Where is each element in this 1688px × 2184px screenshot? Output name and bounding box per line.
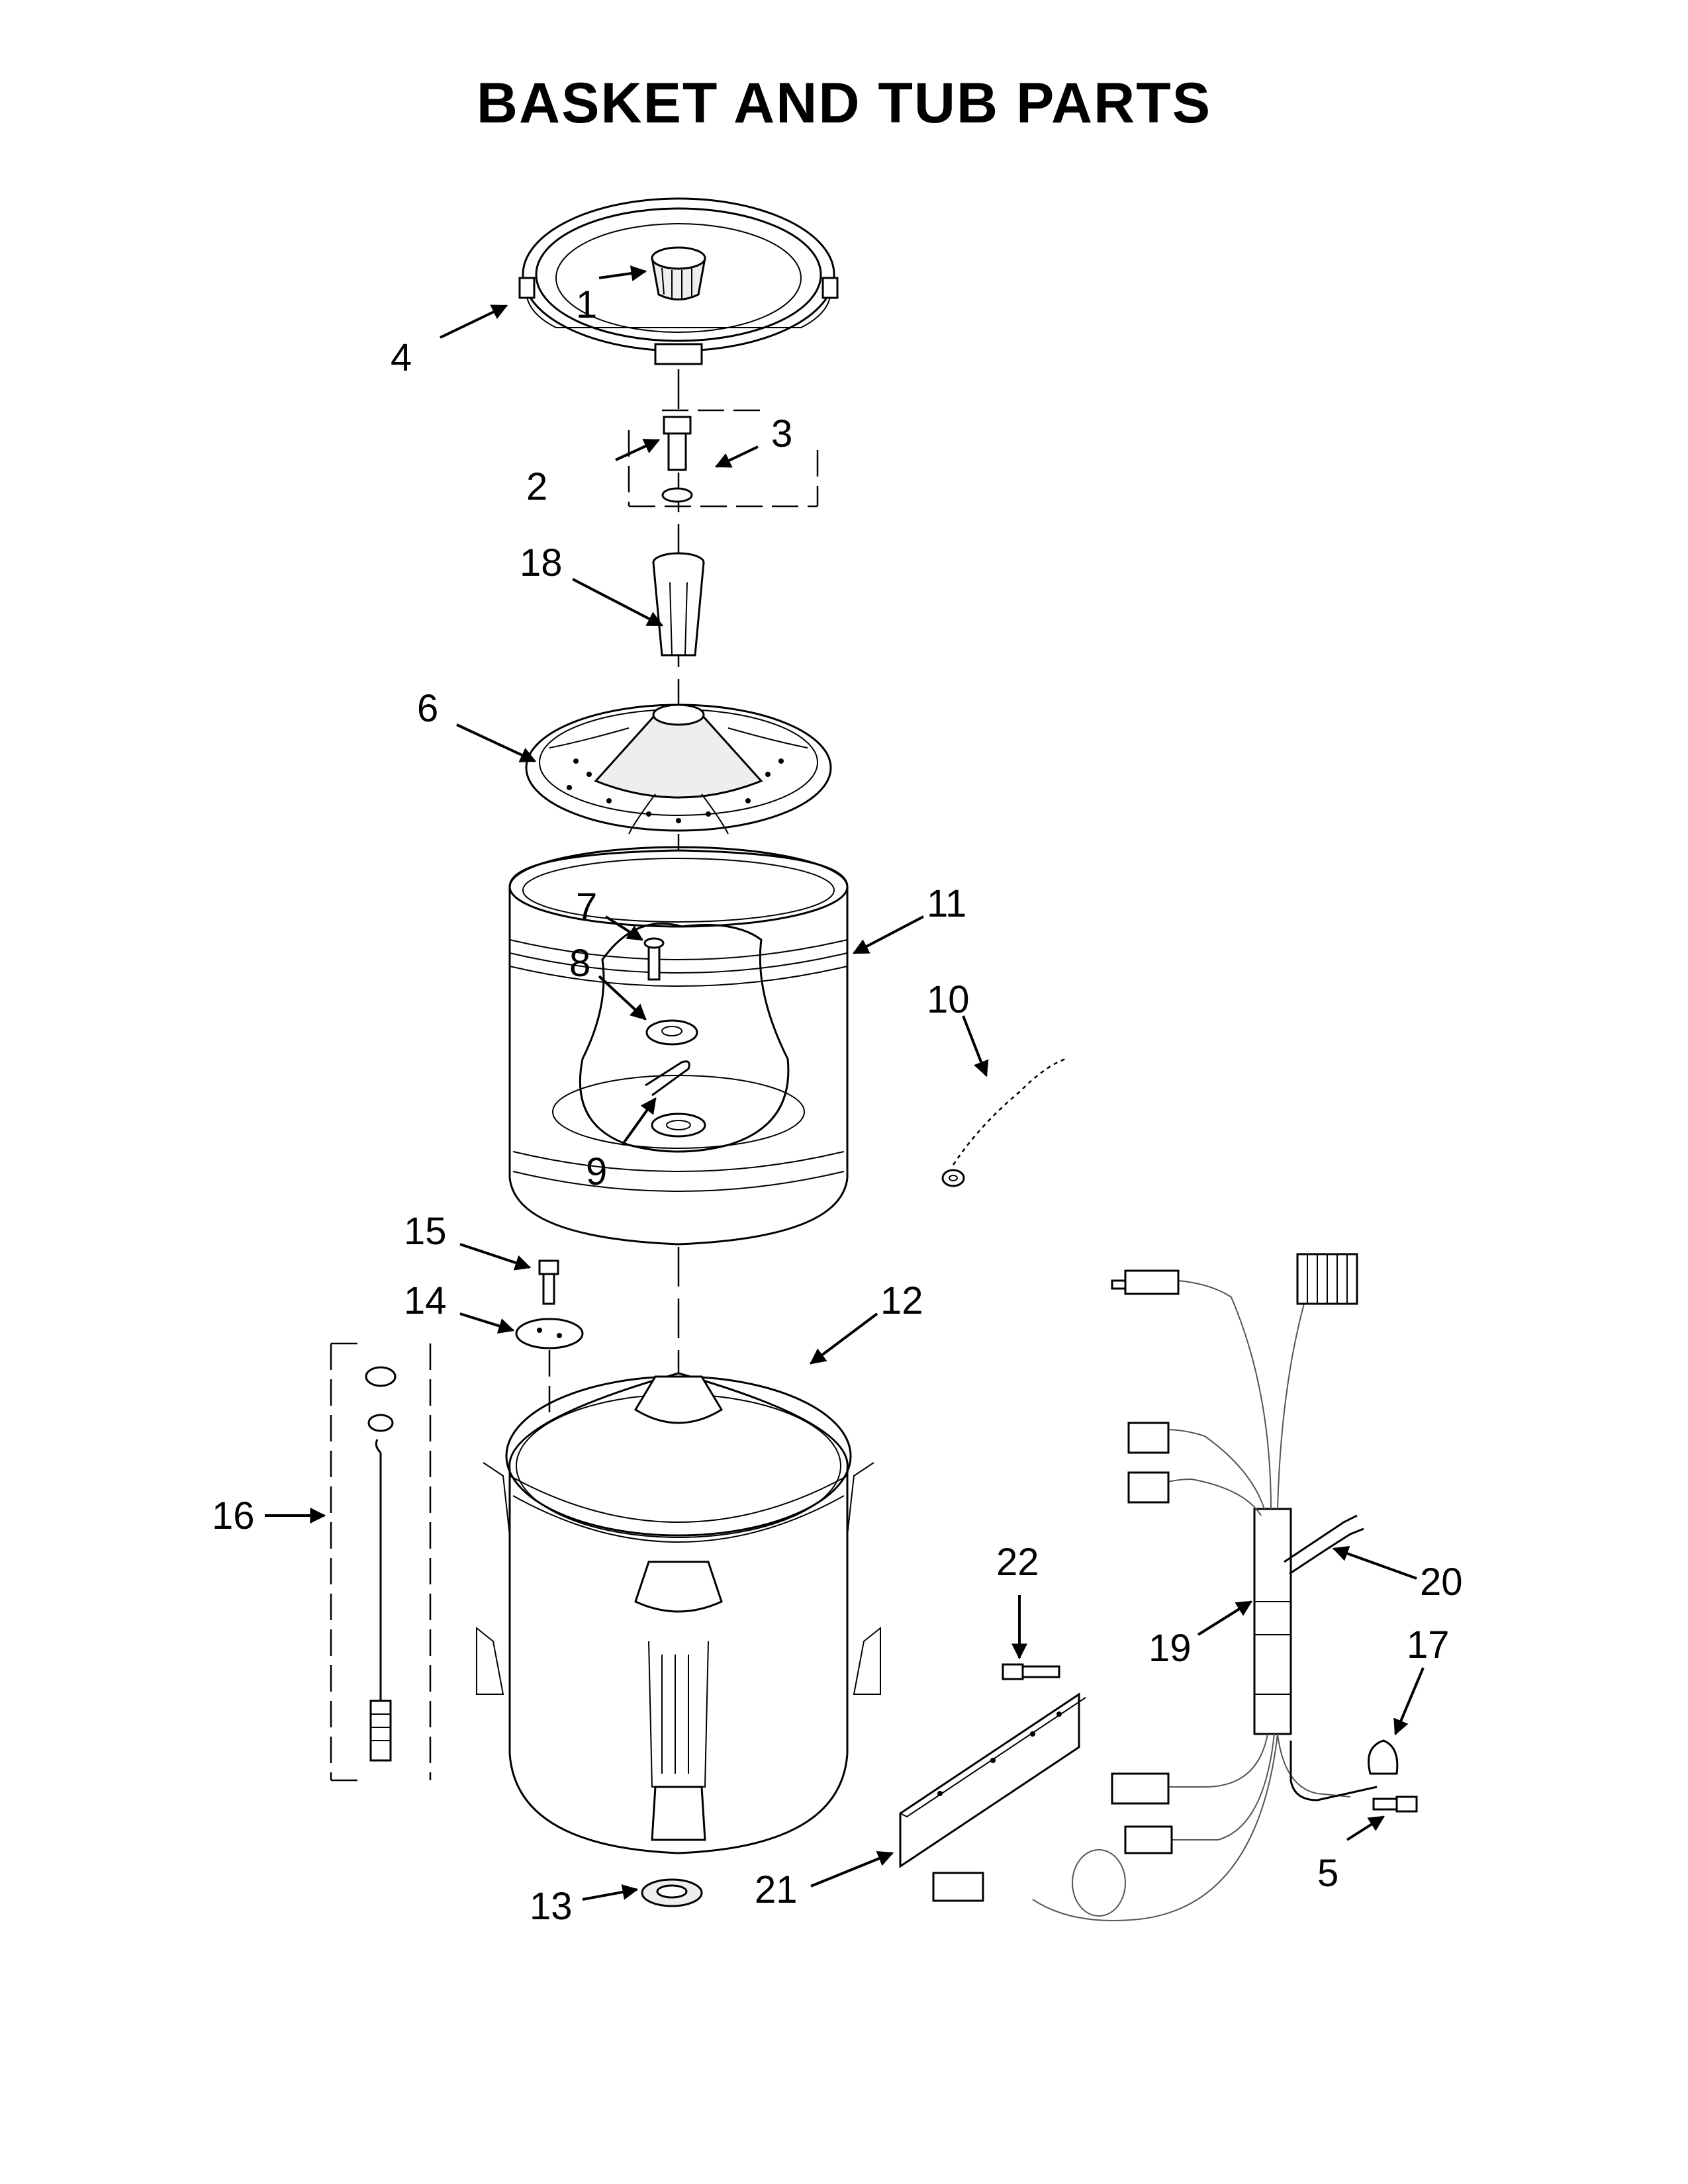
callout-12: 12 (880, 1279, 923, 1322)
clamp-screw-part[interactable] (1372, 1796, 1418, 1813)
callout-5: 5 (1317, 1852, 1338, 1895)
outer-tub-part[interactable] (476, 1372, 881, 1854)
arrow-15 (459, 1243, 532, 1271)
drive-tube-part[interactable] (652, 552, 705, 657)
cover-plate-part[interactable] (515, 1318, 584, 1349)
arrow-13 (582, 1884, 639, 1901)
board-screw-part[interactable] (1002, 1663, 1060, 1680)
callout-labels: 1 2 3 4 5 6 7 8 9 10 11 12 13 14 15 16 1… (212, 283, 1463, 1928)
callout-6: 6 (417, 687, 438, 730)
arrow-20 (1332, 1546, 1417, 1580)
arrow-18 (572, 578, 664, 627)
control-board-part[interactable] (899, 1692, 1086, 1868)
callout-9: 9 (586, 1150, 607, 1193)
callout-7: 7 (576, 886, 597, 929)
callout-11: 11 (927, 882, 966, 925)
bolt-washer-group (628, 409, 819, 508)
harness-clamp-part[interactable] (1368, 1739, 1399, 1775)
wash-basket-part[interactable] (508, 846, 849, 1246)
callout-22: 22 (996, 1541, 1039, 1584)
callout-15: 15 (404, 1210, 447, 1253)
arrow-11 (852, 915, 924, 954)
ground-strap-part[interactable] (941, 1058, 1066, 1187)
callout-18: 18 (520, 541, 563, 584)
hub-washer-part[interactable] (645, 1019, 698, 1046)
suspension-rod-group (330, 1342, 432, 1782)
arrow-9 (621, 1097, 657, 1146)
impeller-part[interactable] (525, 704, 832, 835)
callout-21: 21 (755, 1868, 798, 1911)
basket-screw-part[interactable] (643, 937, 665, 981)
callout-14: 14 (404, 1279, 447, 1322)
callout-19: 19 (1149, 1627, 1192, 1670)
callout-4: 4 (391, 336, 412, 379)
tub-seal-part[interactable] (641, 1878, 703, 1907)
arrow-3 (714, 445, 759, 468)
suspension-rod-part[interactable] (365, 1366, 397, 1762)
hub-cap-part[interactable] (651, 246, 706, 300)
hub-bolt-part[interactable] (661, 416, 693, 503)
arrow-10 (962, 1015, 989, 1077)
arrow-1 (598, 265, 647, 281)
basket-hub-part[interactable] (651, 1113, 706, 1138)
arrow-14 (459, 1312, 515, 1334)
callout-17: 17 (1407, 1623, 1450, 1666)
arrow-7 (604, 915, 644, 941)
page-title: BASKET AND TUB PARTS (477, 71, 1211, 135)
arrow-19 (1197, 1600, 1253, 1636)
arrow-2 (615, 439, 661, 461)
callout-13: 13 (530, 1885, 573, 1928)
arrow-12 (810, 1312, 878, 1365)
arrow-6 (456, 723, 537, 762)
cover-screw-part[interactable] (538, 1259, 559, 1305)
arrow-5 (1346, 1815, 1385, 1841)
callout-1: 1 (576, 283, 597, 326)
arrow-8 (598, 975, 647, 1021)
callout-20: 20 (1420, 1561, 1463, 1604)
callout-2: 2 (526, 465, 547, 508)
retainer-clip-part[interactable] (645, 1060, 690, 1097)
callout-3: 3 (771, 412, 792, 455)
arrow-4 (440, 304, 508, 339)
callout-10: 10 (927, 978, 970, 1021)
arrow-21 (810, 1851, 894, 1888)
callout-8: 8 (569, 942, 590, 985)
arrow-17 (1393, 1667, 1425, 1736)
wire-harness-part[interactable] (932, 1253, 1358, 1921)
callout-arrows (265, 265, 1425, 1901)
drain-hose-part[interactable] (1284, 1514, 1378, 1801)
callout-16: 16 (212, 1494, 255, 1537)
